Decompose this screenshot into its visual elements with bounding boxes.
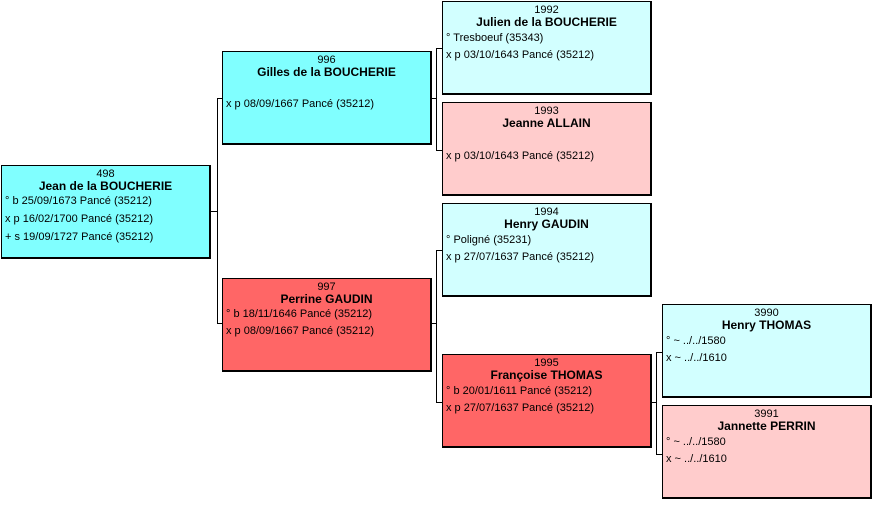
person-name: Jeanne ALLAIN <box>502 116 591 130</box>
connector-997-v <box>436 250 437 403</box>
person-box-498[interactable]: 498 Jean de la BOUCHERIE ° b 25/09/1673 … <box>1 165 211 259</box>
person-number: 996 <box>317 54 336 66</box>
person-name: Perrine GAUDIN <box>280 292 373 306</box>
birth-event: ° b 25/09/1673 Pancé (35212) <box>5 195 152 207</box>
birth-event: ° b 20/01/1611 Pancé (35212) <box>446 385 593 397</box>
birth-event: ° b 18/11/1646 Pancé (35212) <box>226 308 373 320</box>
person-name: Henry THOMAS <box>721 318 812 332</box>
connector-498-997 <box>217 323 223 324</box>
person-name: Jean de la BOUCHERIE <box>38 179 173 193</box>
person-name: Jannette PERRIN <box>717 419 816 433</box>
marriage-event: x p 27/07/1637 Pancé (35212) <box>446 402 595 414</box>
birth-event: ° ~ ../../1580 <box>666 436 726 448</box>
person-name: Julien de la BOUCHERIE <box>476 15 617 29</box>
person-box-997[interactable]: 997 Perrine GAUDIN ° b 18/11/1646 Pancé … <box>222 278 432 372</box>
person-box-996[interactable]: 996 Gilles de la BOUCHERIE x p 08/09/166… <box>222 51 432 145</box>
birth-event: ° Tresboeuf (35343) <box>446 32 544 44</box>
marriage-event: x ~ ../../1610 <box>666 453 727 465</box>
person-box-1995[interactable]: 1995 Françoise THOMAS ° b 20/01/1611 Pan… <box>442 354 652 448</box>
connector-498-h <box>210 211 218 212</box>
connector-1995-3991 <box>656 454 663 455</box>
person-box-3991[interactable]: 3991 Jannette PERRIN ° ~ ../../1580 x ~ … <box>662 405 872 499</box>
person-box-1993[interactable]: 1993 Jeanne ALLAIN x p 03/10/1643 Pancé … <box>442 102 652 196</box>
person-number: 1994 <box>534 206 559 218</box>
person-number: 498 <box>96 168 115 180</box>
person-number: 3990 <box>754 307 779 319</box>
marriage-event: x p 16/02/1700 Pancé (35212) <box>5 213 154 225</box>
person-number: 1995 <box>534 357 559 369</box>
connector-997-1995 <box>436 402 443 403</box>
connector-996-v <box>436 48 437 151</box>
connector-1995-h <box>651 402 657 403</box>
person-name: Henry GAUDIN <box>504 217 589 231</box>
connector-997-1994 <box>436 250 443 251</box>
connector-1995-3990 <box>656 352 663 353</box>
marriage-event: x p 03/10/1643 Pancé (35212) <box>446 49 595 61</box>
connector-996-h <box>431 98 437 99</box>
person-number: 997 <box>317 281 336 293</box>
birth-event: ° ~ ../../1580 <box>666 335 726 347</box>
person-box-3990[interactable]: 3990 Henry THOMAS ° ~ ../../1580 x ~ ../… <box>662 304 872 398</box>
connector-996-1992 <box>436 48 443 49</box>
connector-498-v <box>217 98 218 324</box>
person-number: 1992 <box>534 4 559 16</box>
marriage-event: x p 03/10/1643 Pancé (35212) <box>446 150 595 162</box>
connector-498-996 <box>217 98 223 99</box>
person-number: 1993 <box>534 105 559 117</box>
person-name: Gilles de la BOUCHERIE <box>257 65 396 79</box>
connector-997-h <box>431 323 437 324</box>
marriage-event: x p 27/07/1637 Pancé (35212) <box>446 251 595 263</box>
birth-event: ° Poligné (35231) <box>446 234 532 246</box>
marriage-event: x p 08/09/1667 Pancé (35212) <box>226 98 375 110</box>
marriage-event: x p 08/09/1667 Pancé (35212) <box>226 325 375 337</box>
person-name: Françoise THOMAS <box>490 368 603 382</box>
person-box-1992[interactable]: 1992 Julien de la BOUCHERIE ° Tresboeuf … <box>442 1 652 95</box>
death-event: + s 19/09/1727 Pancé (35212) <box>5 231 154 243</box>
connector-996-1993 <box>436 150 443 151</box>
marriage-event: x ~ ../../1610 <box>666 352 727 364</box>
person-box-1994[interactable]: 1994 Henry GAUDIN ° Poligné (35231) x p … <box>442 203 652 297</box>
person-number: 3991 <box>754 408 779 420</box>
connector-1995-v <box>656 352 657 455</box>
